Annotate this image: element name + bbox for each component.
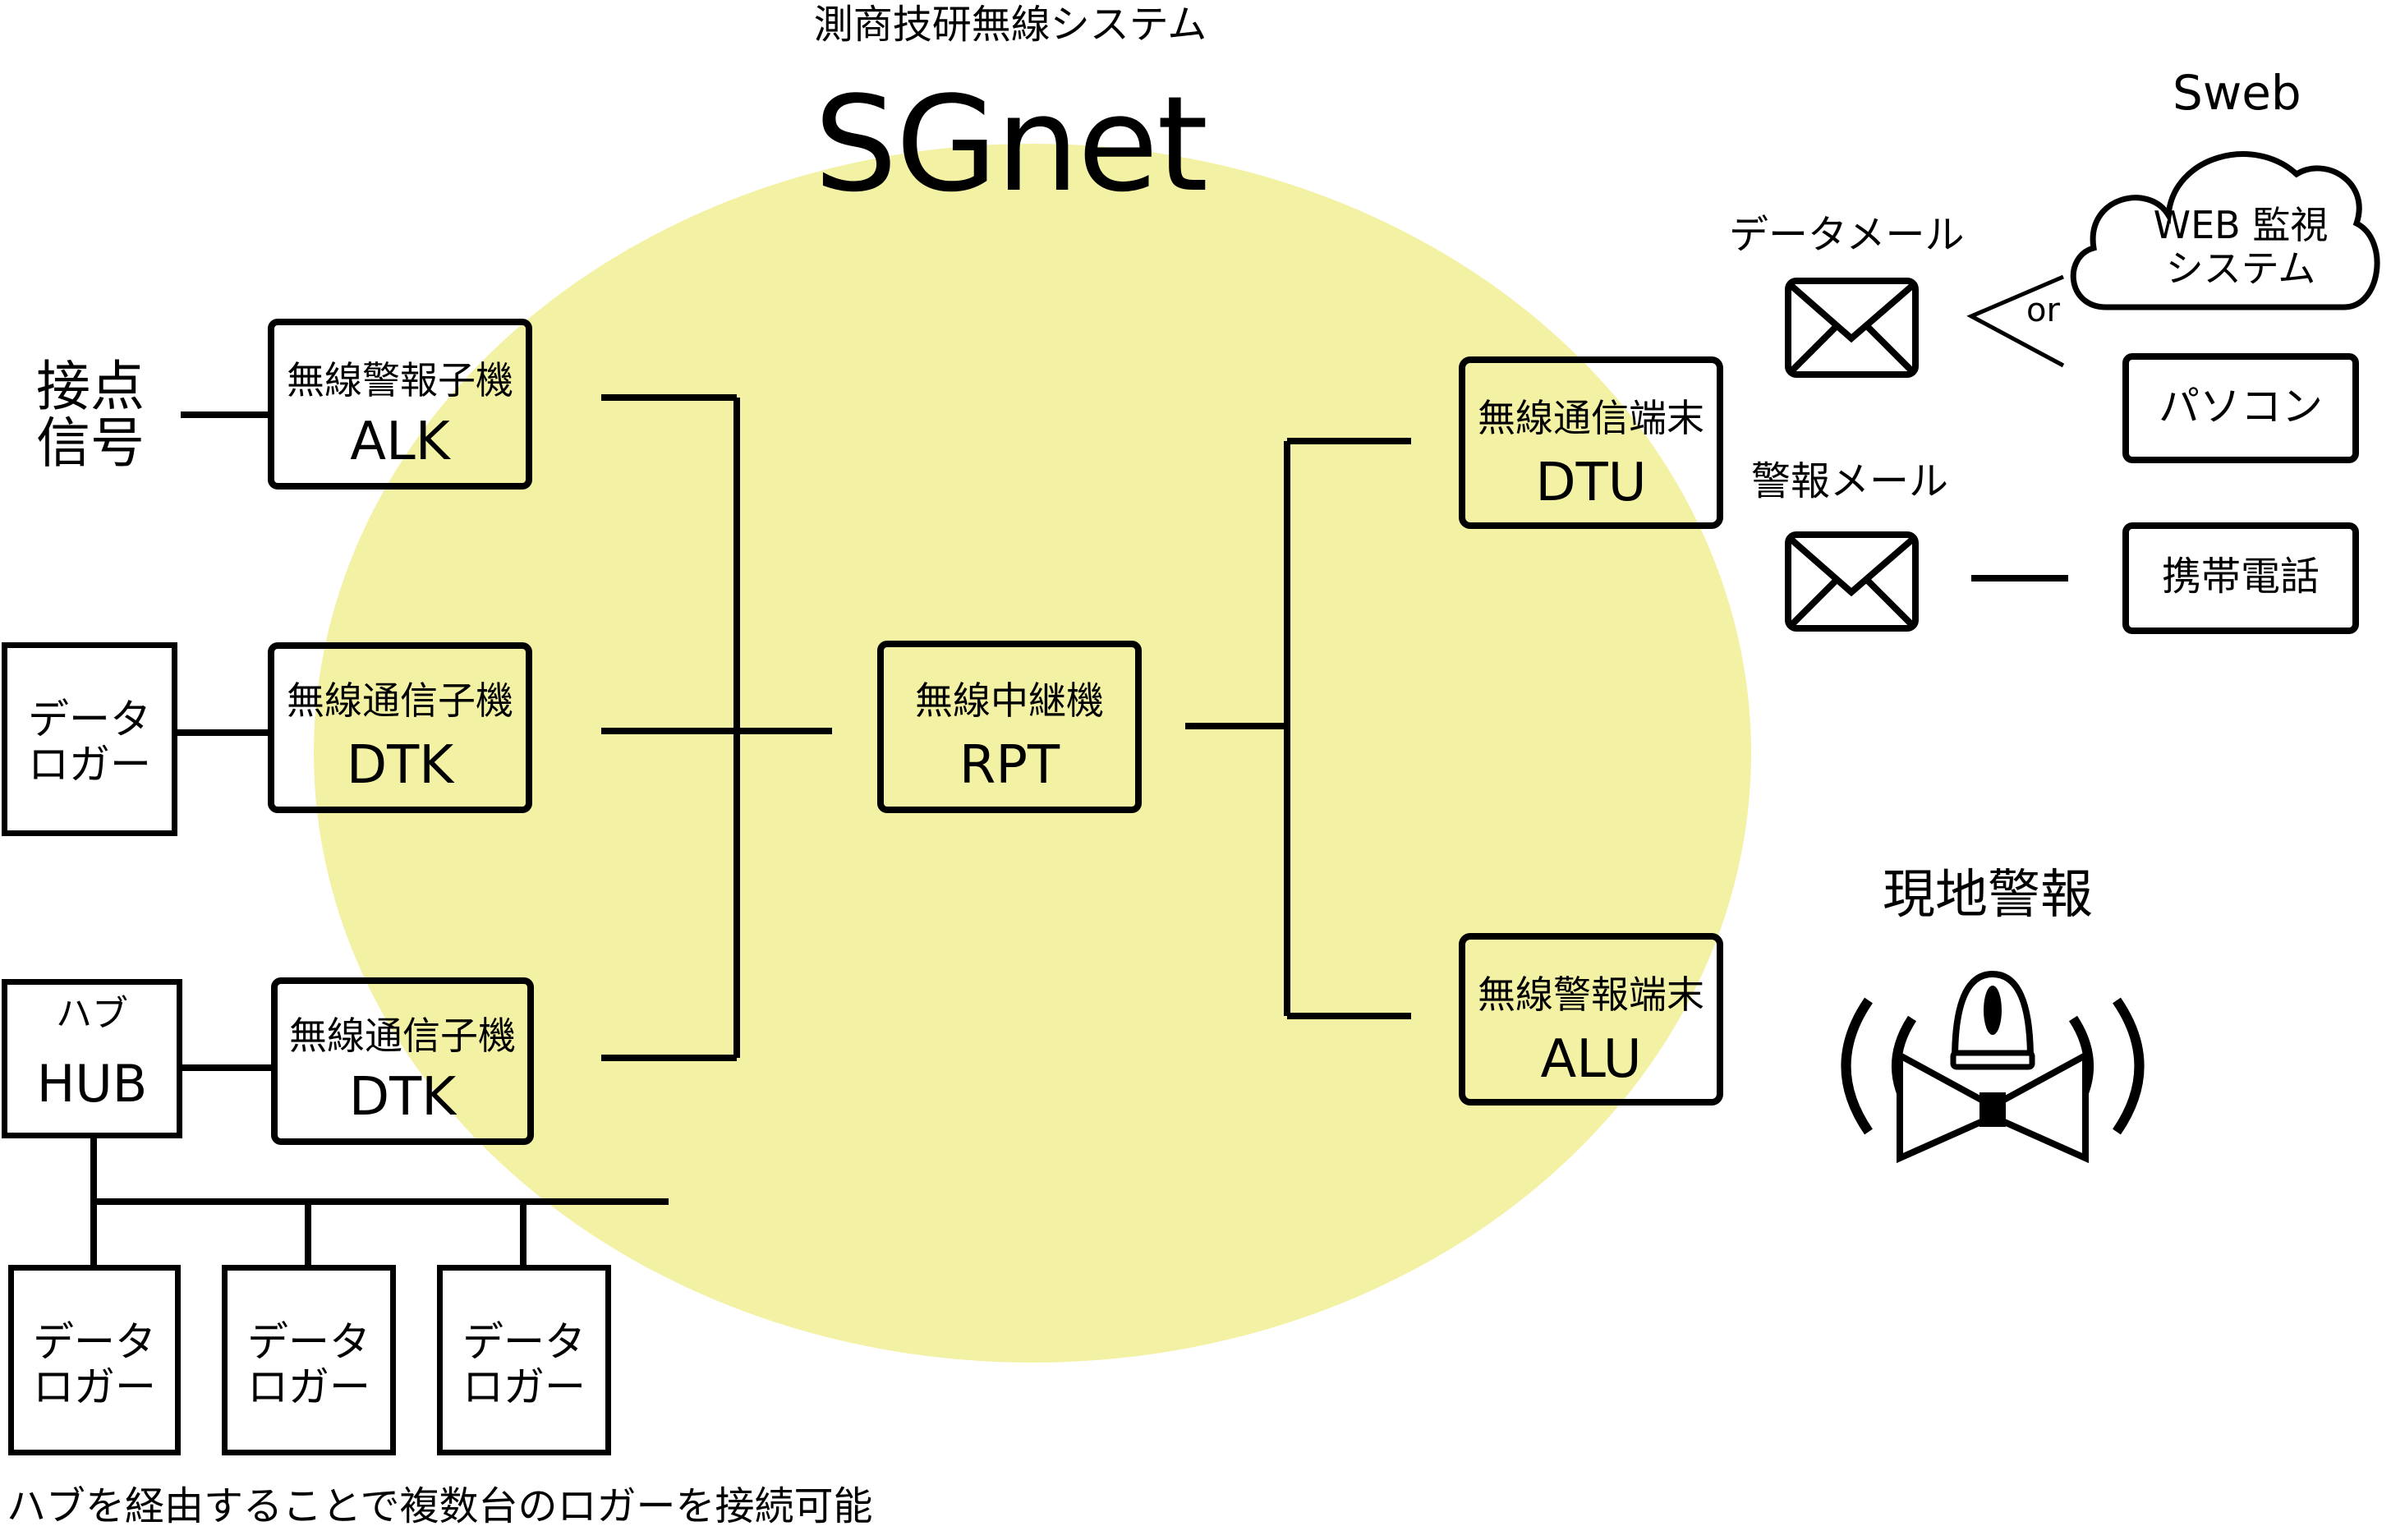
dtu-en-label: DTU [1535, 453, 1647, 513]
dtk-node: 無線通信子機 DTK [271, 977, 534, 1145]
siren-icon [1841, 970, 2145, 1164]
datalogger-line1: データ [247, 1318, 370, 1366]
alk-en-label: ALK [350, 411, 450, 472]
datalogger-label: データ ロガー [443, 1320, 605, 1410]
or-bracket [1966, 274, 2065, 368]
contact-signal-line2: 信号 [36, 411, 145, 476]
connector-lines [90, 394, 2068, 1265]
dtu-jp-label: 無線通信端末 [1478, 396, 1704, 440]
alu-en-label: ALU [1540, 1029, 1642, 1090]
datalogger-line2: ロガー [462, 1363, 586, 1411]
hub-jp-label: ハブ [56, 993, 128, 1035]
rpt-en-label: RPT [959, 735, 1060, 796]
datalogger-box: データ ロガー [437, 1265, 611, 1455]
datalogger-box: データ ロガー [8, 1265, 181, 1455]
mobile-label: 携帯電話 [2161, 554, 2320, 600]
contact-signal-line1: 接点 [36, 355, 145, 418]
mail-icon [1785, 278, 1919, 378]
alu-jp-label: 無線警報端末 [1478, 972, 1704, 1017]
data-mail-label: データメール [1729, 212, 1965, 258]
dtk-en-label: DTK [346, 735, 454, 796]
datalogger-label: データ ロガー [228, 1320, 390, 1410]
datalogger-line1: データ [462, 1318, 586, 1366]
dtk-en-label: DTK [348, 1067, 457, 1128]
rpt-node: 無線中継機 RPT [877, 641, 1142, 813]
rpt-jp-label: 無線中継機 [915, 678, 1104, 723]
mobile-box: 携帯電話 [2122, 522, 2359, 634]
local-alarm-label: 現地警報 [1883, 865, 2093, 926]
datalogger-line2: ロガー [247, 1363, 370, 1411]
datalogger-label: データ ロガー [7, 697, 172, 788]
datalogger-line1: データ [28, 696, 151, 743]
alk-node: 無線警報子機 ALK [268, 319, 532, 490]
web-line2: システム [2165, 246, 2316, 291]
pc-box: パソコン [2122, 353, 2359, 463]
datalogger-box: データ ロガー [2, 642, 177, 836]
or-label: or [2026, 292, 2060, 329]
alk-jp-label: 無線警報子機 [287, 358, 513, 402]
dtk-jp-label: 無線通信子機 [287, 678, 513, 723]
datalogger-box: データ ロガー [222, 1265, 396, 1455]
system-title: SGnet [813, 67, 1208, 221]
datalogger-label: データ ロガー [14, 1320, 175, 1410]
sweb-label: Sweb [2173, 65, 2301, 121]
contact-signal-label: 接点 信号 [36, 358, 145, 472]
hub-en-label: HUB [36, 1054, 148, 1114]
cloud-icon [2070, 151, 2380, 310]
dtk-jp-label: 無線通信子機 [289, 1014, 516, 1058]
dtu-node: 無線通信端末 DTU [1459, 356, 1723, 529]
mail-icon [1785, 531, 1919, 632]
dtk-node: 無線通信子機 DTK [268, 642, 532, 813]
hub-footnote: ハブを経由することで複数台のロガーを接続可能 [7, 1483, 873, 1529]
pc-label: パソコン [2159, 383, 2323, 430]
datalogger-line1: データ [33, 1318, 156, 1366]
hub-box: ハブ HUB [2, 979, 182, 1138]
alu-node: 無線警報端末 ALU [1459, 933, 1723, 1106]
system-subtitle: 測商技研無線システム [813, 2, 1207, 48]
alarm-mail-label: 警報メール [1751, 458, 1949, 504]
web-monitoring-label: WEB 監視 システム [2117, 204, 2364, 291]
web-line1: WEB 監視 [2153, 203, 2329, 247]
datalogger-line2: ロガー [33, 1363, 156, 1411]
datalogger-line2: ロガー [28, 741, 151, 788]
